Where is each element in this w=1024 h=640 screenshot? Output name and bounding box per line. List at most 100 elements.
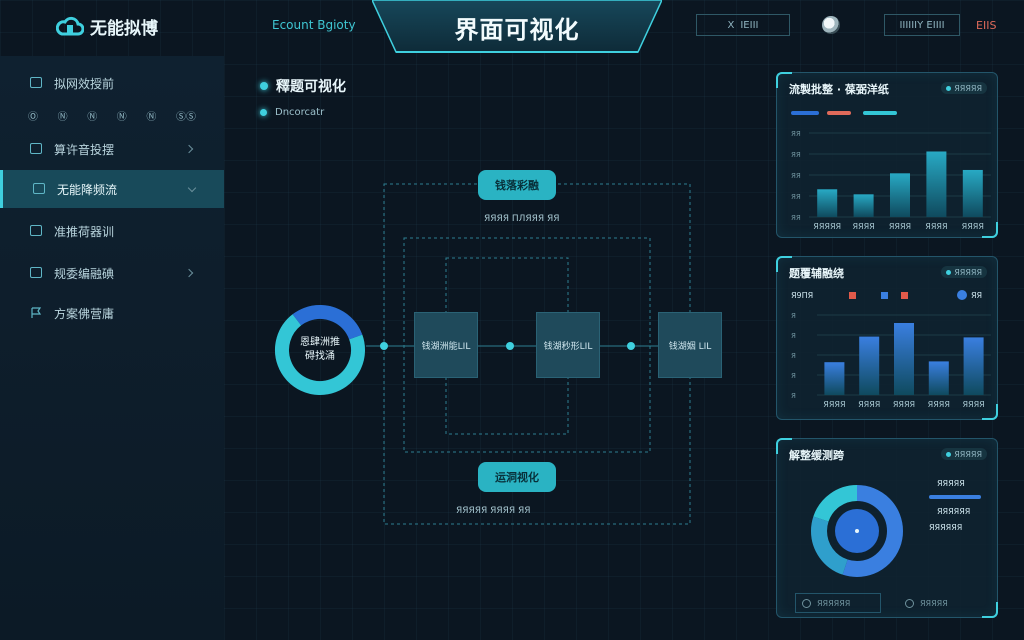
donut-label-line: 恩肆洲推 bbox=[300, 337, 340, 348]
y-tick-label: Я bbox=[791, 352, 796, 360]
y-tick-label: ЯЯ bbox=[791, 193, 801, 201]
panel-tag[interactable]: ЯЯЯЯЯ bbox=[941, 266, 987, 278]
legend-label: Я9ΠЯ bbox=[791, 291, 814, 300]
bar[interactable] bbox=[963, 337, 984, 395]
x-tick-label: ЯЯЯЯЯ bbox=[813, 222, 841, 231]
status-dot-icon bbox=[946, 85, 952, 91]
header: 无能拟博 Ecount Bgioty 界面可视化 X IEIII IIIIIIY… bbox=[0, 0, 1024, 56]
circle-icon bbox=[905, 598, 914, 608]
logo[interactable]: 无能拟博 bbox=[55, 14, 158, 39]
logo-text: 无能拟博 bbox=[90, 19, 158, 39]
footer-button-1[interactable]: ЯЯЯЯЯЯ bbox=[795, 593, 881, 613]
legend-swatch bbox=[863, 111, 897, 115]
donut-chart bbox=[811, 485, 903, 577]
bar[interactable] bbox=[926, 151, 947, 217]
y-tick-label: Я bbox=[791, 332, 796, 340]
legend-label: ЯЯЯЯЯЯ bbox=[929, 523, 963, 532]
flow-top-caption: ЯЯЯЯ ПЛЯЯЯ ЯЯ bbox=[484, 214, 560, 224]
sidebar-item-5[interactable]: 规委编融碘 bbox=[0, 254, 224, 292]
legend-square bbox=[881, 292, 888, 299]
legend-swatch bbox=[929, 495, 981, 499]
chevron-right-icon bbox=[184, 268, 194, 278]
sub-icon[interactable]: Ⓝ bbox=[57, 112, 68, 123]
sidebar-item-2[interactable]: 算许音投摆 bbox=[0, 130, 224, 168]
flow-bottom-pill[interactable]: 运洞视化 bbox=[478, 462, 556, 492]
x-tick-label: ЯЯЯЯ bbox=[925, 222, 947, 231]
legend-label: ЯЯ bbox=[971, 291, 983, 300]
flow-donut bbox=[275, 305, 365, 395]
y-tick-label: ЯЯ bbox=[791, 172, 801, 180]
sidebar-item-label: 方案佛营庸 bbox=[54, 306, 115, 321]
donut-label-line: 碍找涌 bbox=[305, 351, 335, 362]
logout-link[interactable]: EIIS bbox=[976, 19, 997, 32]
flow-node-2[interactable]: 钱湖秒形LIL bbox=[536, 312, 600, 378]
monitor-icon bbox=[33, 183, 45, 194]
sidebar-item-1[interactable]: 拟网效授前 bbox=[0, 64, 224, 102]
bar[interactable] bbox=[824, 362, 845, 395]
bar[interactable] bbox=[853, 194, 874, 217]
sidebar-item-label: 准推荷器训 bbox=[54, 224, 115, 239]
panel-tag-text: ЯЯЯЯЯ bbox=[954, 267, 982, 277]
footer-button-2[interactable]: ЯЯЯЯЯ bbox=[899, 593, 979, 613]
bullet-icon bbox=[260, 109, 267, 116]
circle-icon bbox=[802, 598, 811, 608]
sub-icon[interactable]: Ⓞ bbox=[28, 112, 38, 123]
legend-label: ЯЯЯЯЯ bbox=[937, 479, 965, 488]
status-dot-icon bbox=[946, 451, 952, 457]
header-user-box[interactable]: IIIIIIY EIIII bbox=[884, 14, 960, 36]
flow-top-pill[interactable]: 钱落彩融 bbox=[478, 170, 556, 200]
bar[interactable] bbox=[962, 169, 983, 217]
x-tick-label: ЯЯЯЯ bbox=[852, 222, 874, 231]
donut-slice[interactable] bbox=[811, 485, 903, 577]
legend-square bbox=[901, 292, 908, 299]
panel-tag[interactable]: ЯЯЯЯЯ bbox=[941, 82, 987, 94]
user-avatar[interactable] bbox=[822, 16, 840, 34]
sidebar-item-4[interactable]: 准推荷器训 bbox=[0, 212, 224, 250]
header-box-text: IEIII bbox=[740, 19, 759, 31]
sidebar-item-label: 算许音投摆 bbox=[54, 142, 115, 157]
y-tick-label: ЯЯ bbox=[791, 214, 801, 222]
legend-square bbox=[849, 292, 856, 299]
chevron-right-icon bbox=[184, 144, 194, 154]
section-subtitle: Dncorcatr bbox=[260, 107, 324, 118]
flag-icon bbox=[30, 307, 42, 318]
legend-swatch bbox=[827, 111, 851, 115]
y-tick-label: Я bbox=[791, 392, 796, 400]
donut-remaining-arc bbox=[275, 305, 365, 395]
flow-donut-label: 恩肆洲推 碍找涌 bbox=[280, 336, 360, 364]
panel-tag[interactable]: ЯЯЯЯЯ bbox=[941, 448, 987, 460]
data-icon bbox=[30, 225, 42, 236]
footer-label: ЯЯЯЯЯ bbox=[920, 598, 948, 608]
section-title-text: 釋题可视化 bbox=[276, 79, 346, 95]
sub-icon[interactable]: ⓈⓈ bbox=[175, 112, 196, 123]
donut-slice[interactable] bbox=[811, 485, 903, 577]
section-title: 釋题可视化 bbox=[260, 76, 346, 96]
bar[interactable] bbox=[894, 323, 914, 395]
bar[interactable] bbox=[928, 361, 949, 395]
sidebar: 拟网效授前 Ⓞ Ⓝ Ⓝ Ⓝ Ⓝ ⓈⓈ 算许音投摆 无能降频流 准推荷器训 规委编… bbox=[0, 56, 224, 640]
sub-icon[interactable]: Ⓝ bbox=[146, 112, 157, 123]
header-box-marker: X bbox=[727, 19, 735, 31]
sub-icon[interactable]: Ⓝ bbox=[116, 112, 127, 123]
header-status-box[interactable]: X IEIII bbox=[696, 14, 790, 36]
panel-tag-text: ЯЯЯЯЯ bbox=[954, 449, 982, 459]
cloud-logo-icon bbox=[55, 16, 85, 38]
x-tick-label: ЯЯЯЯ bbox=[928, 400, 950, 409]
x-tick-label: ЯЯЯЯ bbox=[962, 400, 984, 409]
sidebar-item-label: 无能降频流 bbox=[57, 182, 118, 197]
footer-label: ЯЯЯЯЯЯ bbox=[817, 598, 851, 608]
flow-bottom-caption: ЯЯЯЯЯ ЯЯЯЯ ЯЯ bbox=[456, 506, 531, 516]
status-dot-icon bbox=[946, 269, 952, 275]
bar[interactable] bbox=[817, 189, 838, 217]
bar[interactable] bbox=[859, 336, 880, 395]
legend-dot bbox=[957, 290, 967, 300]
flow-node-3[interactable]: 钱湖姻 LIL bbox=[658, 312, 722, 378]
sidebar-item-3[interactable]: 无能降频流 bbox=[0, 170, 224, 208]
y-tick-label: Я bbox=[791, 372, 796, 380]
bar[interactable] bbox=[890, 173, 910, 217]
flow-node-1[interactable]: 钱湖洲能LIL bbox=[414, 312, 478, 378]
settings-icon bbox=[30, 267, 42, 278]
legend-label: ЯЯЯЯЯЯ bbox=[937, 507, 971, 516]
sub-icon[interactable]: Ⓝ bbox=[87, 112, 98, 123]
sidebar-item-6[interactable]: 方案佛营庸 bbox=[0, 294, 224, 332]
